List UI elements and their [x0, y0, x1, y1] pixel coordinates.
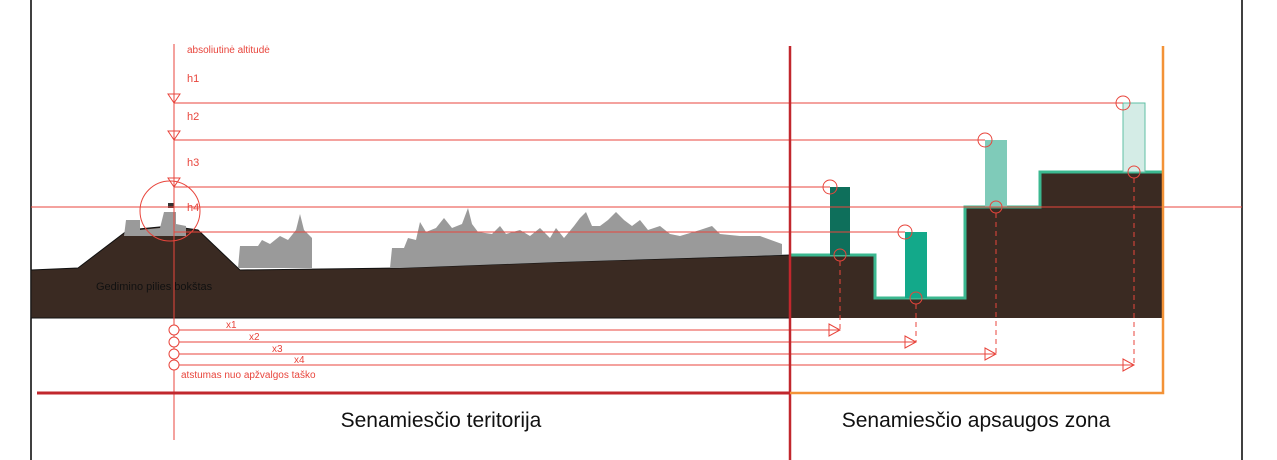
origin-x1 — [168, 324, 180, 336]
height-marker-h1 — [167, 93, 181, 104]
arrow-x3 — [984, 347, 998, 361]
building-4 — [1122, 102, 1146, 173]
height-label-h4: h4 — [187, 202, 199, 214]
distance-label-x1: x1 — [226, 320, 237, 331]
top-marker-4 — [1115, 95, 1131, 111]
ground-terrain — [30, 225, 791, 319]
viewpoint-circle — [139, 180, 201, 242]
height-marker-h2 — [167, 130, 181, 141]
castle-hill-structure — [124, 212, 186, 236]
city-silhouette-main — [390, 208, 782, 268]
terrace-ground — [790, 172, 1163, 318]
distance-axis-label: atstumas nuo apžvalgos taško — [181, 370, 316, 381]
terrace-outline — [790, 170, 1163, 300]
height-marker-h3 — [167, 177, 181, 188]
top-marker-3 — [977, 132, 993, 148]
distance-label-x4: x4 — [294, 355, 305, 366]
height-label-h3: h3 — [187, 157, 199, 169]
viewpoint-label: Gedimino pilies bokštas — [96, 281, 213, 293]
zone-title-old-town: Senamiesčio teritorija — [341, 409, 542, 432]
zone-title-protection: Senamiesčio apsaugos zona — [842, 409, 1111, 432]
vertical-axis-label: absoliutinė altitudė — [187, 45, 270, 56]
arrow-x1 — [828, 323, 842, 337]
arrow-x4 — [1122, 358, 1136, 372]
top-marker-1 — [822, 179, 838, 195]
height-label-h1: h1 — [187, 73, 199, 85]
origin-x4 — [168, 359, 180, 371]
building-2 — [905, 232, 927, 298]
protection-zone-boundary — [790, 46, 1165, 395]
distance-label-x3: x3 — [272, 344, 283, 355]
top-marker-2 — [897, 224, 913, 240]
city-silhouette — [238, 214, 312, 268]
distance-label-x2: x2 — [249, 332, 260, 343]
height-label-h2: h2 — [187, 111, 199, 123]
arrow-x2 — [904, 335, 918, 349]
castle-tower-marker — [168, 203, 174, 208]
building-3 — [985, 140, 1007, 207]
origin-x3 — [168, 348, 180, 360]
origin-x2 — [168, 336, 180, 348]
building-1 — [830, 187, 850, 255]
